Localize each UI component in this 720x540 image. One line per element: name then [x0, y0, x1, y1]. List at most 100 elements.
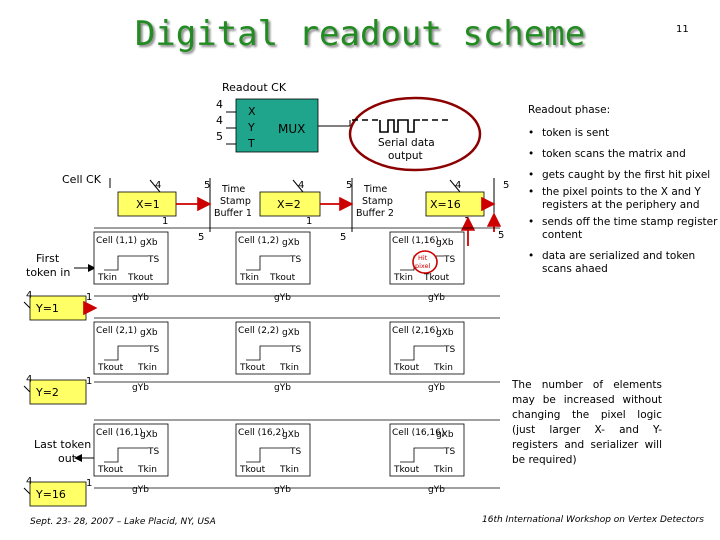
hit-pixel-line1: Hit	[418, 254, 428, 262]
footer-conference-date: Sept. 23- 28, 2007 – Lake Placid, NY, US…	[30, 517, 216, 527]
gxb-label: gXb	[436, 328, 454, 338]
tkin-label: Tkin	[137, 363, 157, 373]
tkout-label: Tkout	[239, 465, 266, 475]
tsb1-line1: Time	[221, 184, 245, 195]
cell-label: Cell (16,2)	[238, 428, 285, 438]
tkin-label: Tkin	[433, 363, 453, 373]
tkout-label: Tkout	[97, 465, 124, 475]
last-token-line1: Last token	[34, 438, 91, 451]
tkin-label: Tkin	[279, 465, 299, 475]
tsb2-top-bus: 5	[346, 180, 352, 191]
y-register-2-label: Y=2	[35, 386, 59, 399]
hit-pixel-line2: pixel	[415, 262, 431, 270]
gxb-label: gXb	[436, 430, 454, 440]
y2-line-label: 1	[86, 376, 92, 387]
pixel-cell	[235, 423, 311, 477]
cell-label: Cell (1,16)	[392, 236, 439, 246]
cell-label: Cell (1,2)	[238, 236, 279, 246]
pixel-cell	[235, 231, 311, 285]
slide-title: Digital readout scheme	[134, 14, 586, 54]
tkout-label: Tkout	[423, 273, 450, 283]
phase-item: sends off the time stamp register conten…	[528, 216, 718, 242]
serial-waveform	[352, 119, 448, 133]
y-register-2	[29, 379, 87, 405]
gyb-label: gYb	[428, 485, 445, 495]
gyb-label: gYb	[428, 293, 445, 303]
gxb-label: gXb	[282, 430, 300, 440]
y-register-1	[29, 295, 87, 321]
tkout-label: Tkout	[239, 363, 266, 373]
cell-label: Cell (2,16)	[392, 326, 439, 336]
x-register-1	[117, 191, 177, 217]
tkin-label: Tkin	[97, 273, 117, 283]
tsb2-line1: Time	[363, 184, 387, 195]
tsb1-bottom-bus: 5	[198, 232, 204, 243]
ts-label: TS	[289, 345, 301, 355]
gyb-label: gYb	[274, 383, 291, 393]
cell-logic-path	[246, 447, 290, 463]
tkout-label: Tkout	[127, 273, 154, 283]
serial-label-line2: output	[388, 150, 423, 162]
pixel-cell	[389, 321, 465, 375]
y-register-16-label: Y=16	[35, 488, 66, 501]
ts-label: TS	[443, 447, 455, 457]
x-register-2-label: X=2	[277, 198, 301, 211]
x16-bus-label: 4	[455, 180, 461, 191]
pixel-cell	[93, 423, 169, 477]
y1-line-label: 1	[86, 292, 92, 303]
tkin-label: Tkin	[279, 363, 299, 373]
cell-label: Cell (2,2)	[238, 326, 279, 336]
pixel-cell	[93, 321, 169, 375]
first-token-line2: token in	[26, 266, 70, 279]
pixel-cell	[389, 423, 465, 477]
y16-bus-label: 4	[26, 476, 32, 487]
phase-item: token is sent	[528, 127, 718, 140]
readout-phase-list: token is sent token scans the matrix and…	[528, 127, 718, 276]
tkout-label: Tkout	[393, 363, 420, 373]
gyb-label: gYb	[274, 293, 291, 303]
mux-bus-width-x: 4	[216, 98, 223, 111]
gxb-label: gXb	[436, 238, 454, 248]
gxb-label: gXb	[140, 328, 158, 338]
ts-label: TS	[147, 255, 159, 265]
mux-bus-width-y: 4	[216, 114, 223, 127]
gyb-label: gYb	[132, 383, 149, 393]
cell-logic-path	[400, 447, 444, 463]
x-register-16-label: X=16	[430, 198, 461, 211]
tkout-label: Tkout	[97, 363, 124, 373]
tkin-label: Tkin	[137, 465, 157, 475]
x-register-1-label: X=1	[136, 198, 160, 211]
tkin-label: Tkin	[393, 273, 413, 283]
tsb1-line2: Stamp	[220, 196, 251, 207]
hit-pixel-marker	[412, 250, 438, 274]
phase-item: data are serialized and token scans ahae…	[528, 250, 718, 276]
gyb-label: gYb	[274, 485, 291, 495]
right-top-bus: 5	[503, 180, 509, 191]
mux-block	[235, 98, 319, 153]
mux-input-x: X	[248, 105, 256, 118]
y16-line-label: 1	[86, 478, 92, 489]
pixel-cell	[93, 231, 169, 285]
serial-output-ring	[348, 96, 482, 172]
cell-logic-path	[400, 345, 444, 361]
phase-item: token scans the matrix and	[528, 148, 718, 161]
tsb2-line2: Stamp	[362, 196, 393, 207]
ts-label: TS	[147, 345, 159, 355]
serial-label-line1: Serial data	[378, 137, 435, 149]
tkin-label: Tkin	[239, 273, 259, 283]
tsb1-line3: Buffer 1	[214, 208, 252, 219]
page-number: 11	[676, 24, 689, 35]
cell-label: Cell (2,1)	[96, 326, 137, 336]
first-token-line1: First	[36, 252, 60, 265]
gxb-label: gXb	[282, 238, 300, 248]
pixel-cell	[235, 321, 311, 375]
readout-phase-title: Readout phase:	[528, 104, 611, 116]
y2-bus-label: 4	[26, 374, 32, 385]
x1-bus-label: 4	[155, 180, 161, 191]
x2-line-label: 1	[306, 216, 312, 227]
tsb1-top-bus: 5	[204, 180, 210, 191]
gyb-label: gYb	[428, 383, 445, 393]
tkout-label: Tkout	[393, 465, 420, 475]
